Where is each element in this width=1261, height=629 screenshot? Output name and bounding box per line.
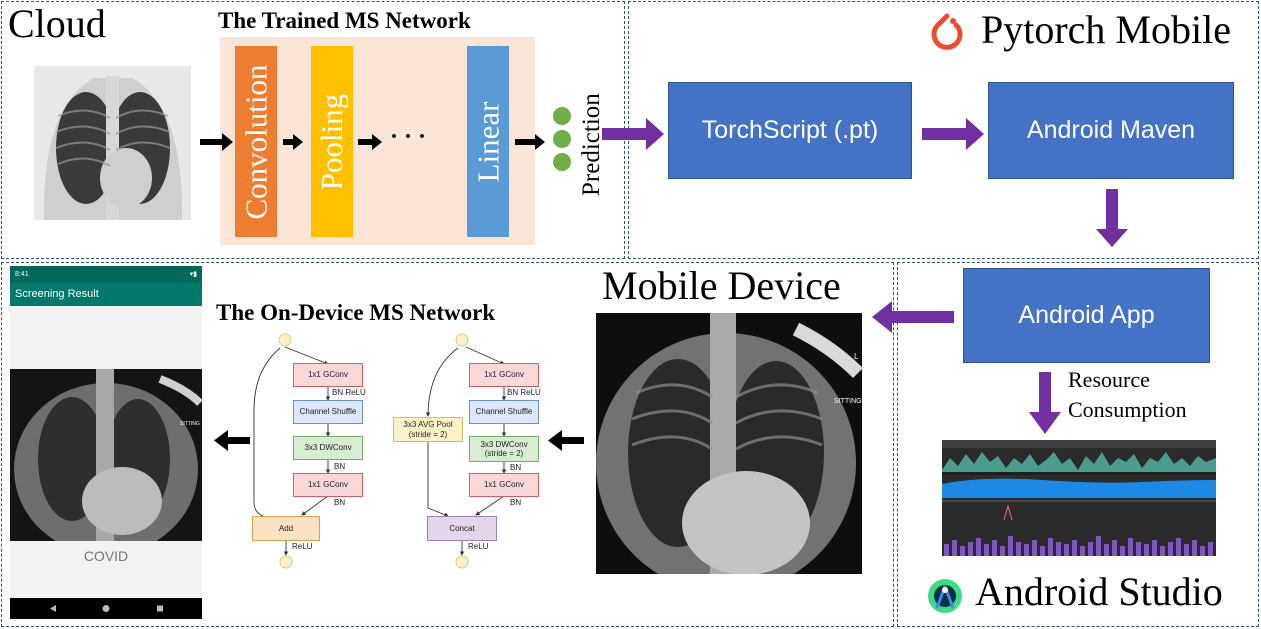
phone-xray-image: SITTING bbox=[10, 369, 202, 541]
right-gconv-2-box: 1x1 GConv bbox=[469, 473, 539, 497]
phone-nav-bar bbox=[10, 598, 202, 619]
phone-app-bar: Screening Result bbox=[10, 283, 202, 306]
torchscript-box: TorchScript (.pt) bbox=[668, 82, 912, 179]
android-studio-panel bbox=[897, 262, 1259, 627]
android-maven-box: Android Maven bbox=[988, 82, 1234, 179]
left-gconv-2-box: 1x1 GConv bbox=[293, 473, 363, 497]
wifi-battery-icon: ▾▮ bbox=[189, 271, 197, 278]
cloud-xray-image bbox=[34, 66, 191, 220]
prediction-dots bbox=[553, 107, 571, 171]
mobile-xray-side-marker: L bbox=[854, 352, 859, 361]
phone-xray-tag: SITTING bbox=[180, 421, 200, 427]
right-channel-shuffle-box: Channel Shuffle bbox=[469, 400, 539, 424]
right-bn-relu-label: BN ReLU bbox=[507, 388, 541, 397]
android-studio-title: Android Studio bbox=[975, 569, 1223, 614]
convolution-layer: Convolution bbox=[235, 46, 277, 237]
mobile-device-title: Mobile Device bbox=[602, 263, 841, 308]
cloud-title: Cloud bbox=[8, 1, 106, 46]
left-relu-label: ReLU bbox=[292, 542, 313, 551]
pytorch-title: Pytorch Mobile bbox=[981, 7, 1231, 52]
left-bn-label-2: BN bbox=[334, 498, 346, 507]
right-bn-label-2: BN bbox=[510, 498, 522, 507]
layers-ellipsis: · · · bbox=[390, 124, 427, 150]
resource-label-line2: Consumption bbox=[1068, 397, 1187, 422]
left-bn-label-1: BN bbox=[334, 462, 346, 471]
right-relu-label: ReLU bbox=[468, 542, 489, 551]
android-app-box: Android App bbox=[963, 268, 1210, 363]
right-bn-label-1: BN bbox=[510, 463, 522, 472]
phone-app-title: Screening Result bbox=[15, 288, 99, 300]
left-bn-relu-label: BN ReLU bbox=[332, 388, 366, 397]
on-device-network-title: The On-Device MS Network bbox=[216, 300, 496, 325]
trained-network-title: The Trained MS Network bbox=[218, 8, 471, 33]
nav-home-icon[interactable] bbox=[102, 605, 110, 612]
nav-recents-icon[interactable] bbox=[157, 605, 163, 612]
phone-status-bar: 8:41 ▾▮ bbox=[10, 266, 202, 283]
right-gconv-1-box: 1x1 GConv bbox=[469, 363, 539, 387]
mobile-xray-image: SITTING L bbox=[596, 313, 862, 574]
right-avgpool-box: 3x3 AVG Pool (stride = 2) bbox=[393, 417, 463, 442]
left-dwconv-box: 3x3 DWConv bbox=[293, 436, 363, 460]
profiler-screenshot bbox=[942, 440, 1216, 556]
left-add-box: Add bbox=[252, 516, 320, 541]
left-gconv-1-box: 1x1 GConv bbox=[293, 363, 363, 387]
linear-layer: Linear bbox=[467, 46, 509, 237]
phone-time: 8:41 bbox=[15, 271, 29, 278]
nav-back-icon[interactable] bbox=[50, 605, 56, 612]
resource-label-line1: Resource bbox=[1068, 367, 1150, 392]
phone-result: COVID bbox=[83, 548, 129, 564]
right-dwconv-box: 3x3 DWConv (stride = 2) bbox=[469, 436, 539, 462]
mobile-panel bbox=[1, 262, 894, 627]
left-channel-shuffle-box: Channel Shuffle bbox=[293, 400, 363, 424]
mobile-xray-tag: SITTING bbox=[834, 398, 862, 405]
right-concat-box: Concat bbox=[427, 516, 497, 541]
phone-screenshot: 8:41 ▾▮ Screening Result SITTING COVID bbox=[10, 266, 202, 619]
pooling-layer: Pooling bbox=[311, 46, 353, 237]
pytorch-logo-icon bbox=[931, 13, 963, 50]
android-studio-logo-icon bbox=[928, 579, 962, 613]
cloud-network-arrows bbox=[200, 133, 545, 151]
